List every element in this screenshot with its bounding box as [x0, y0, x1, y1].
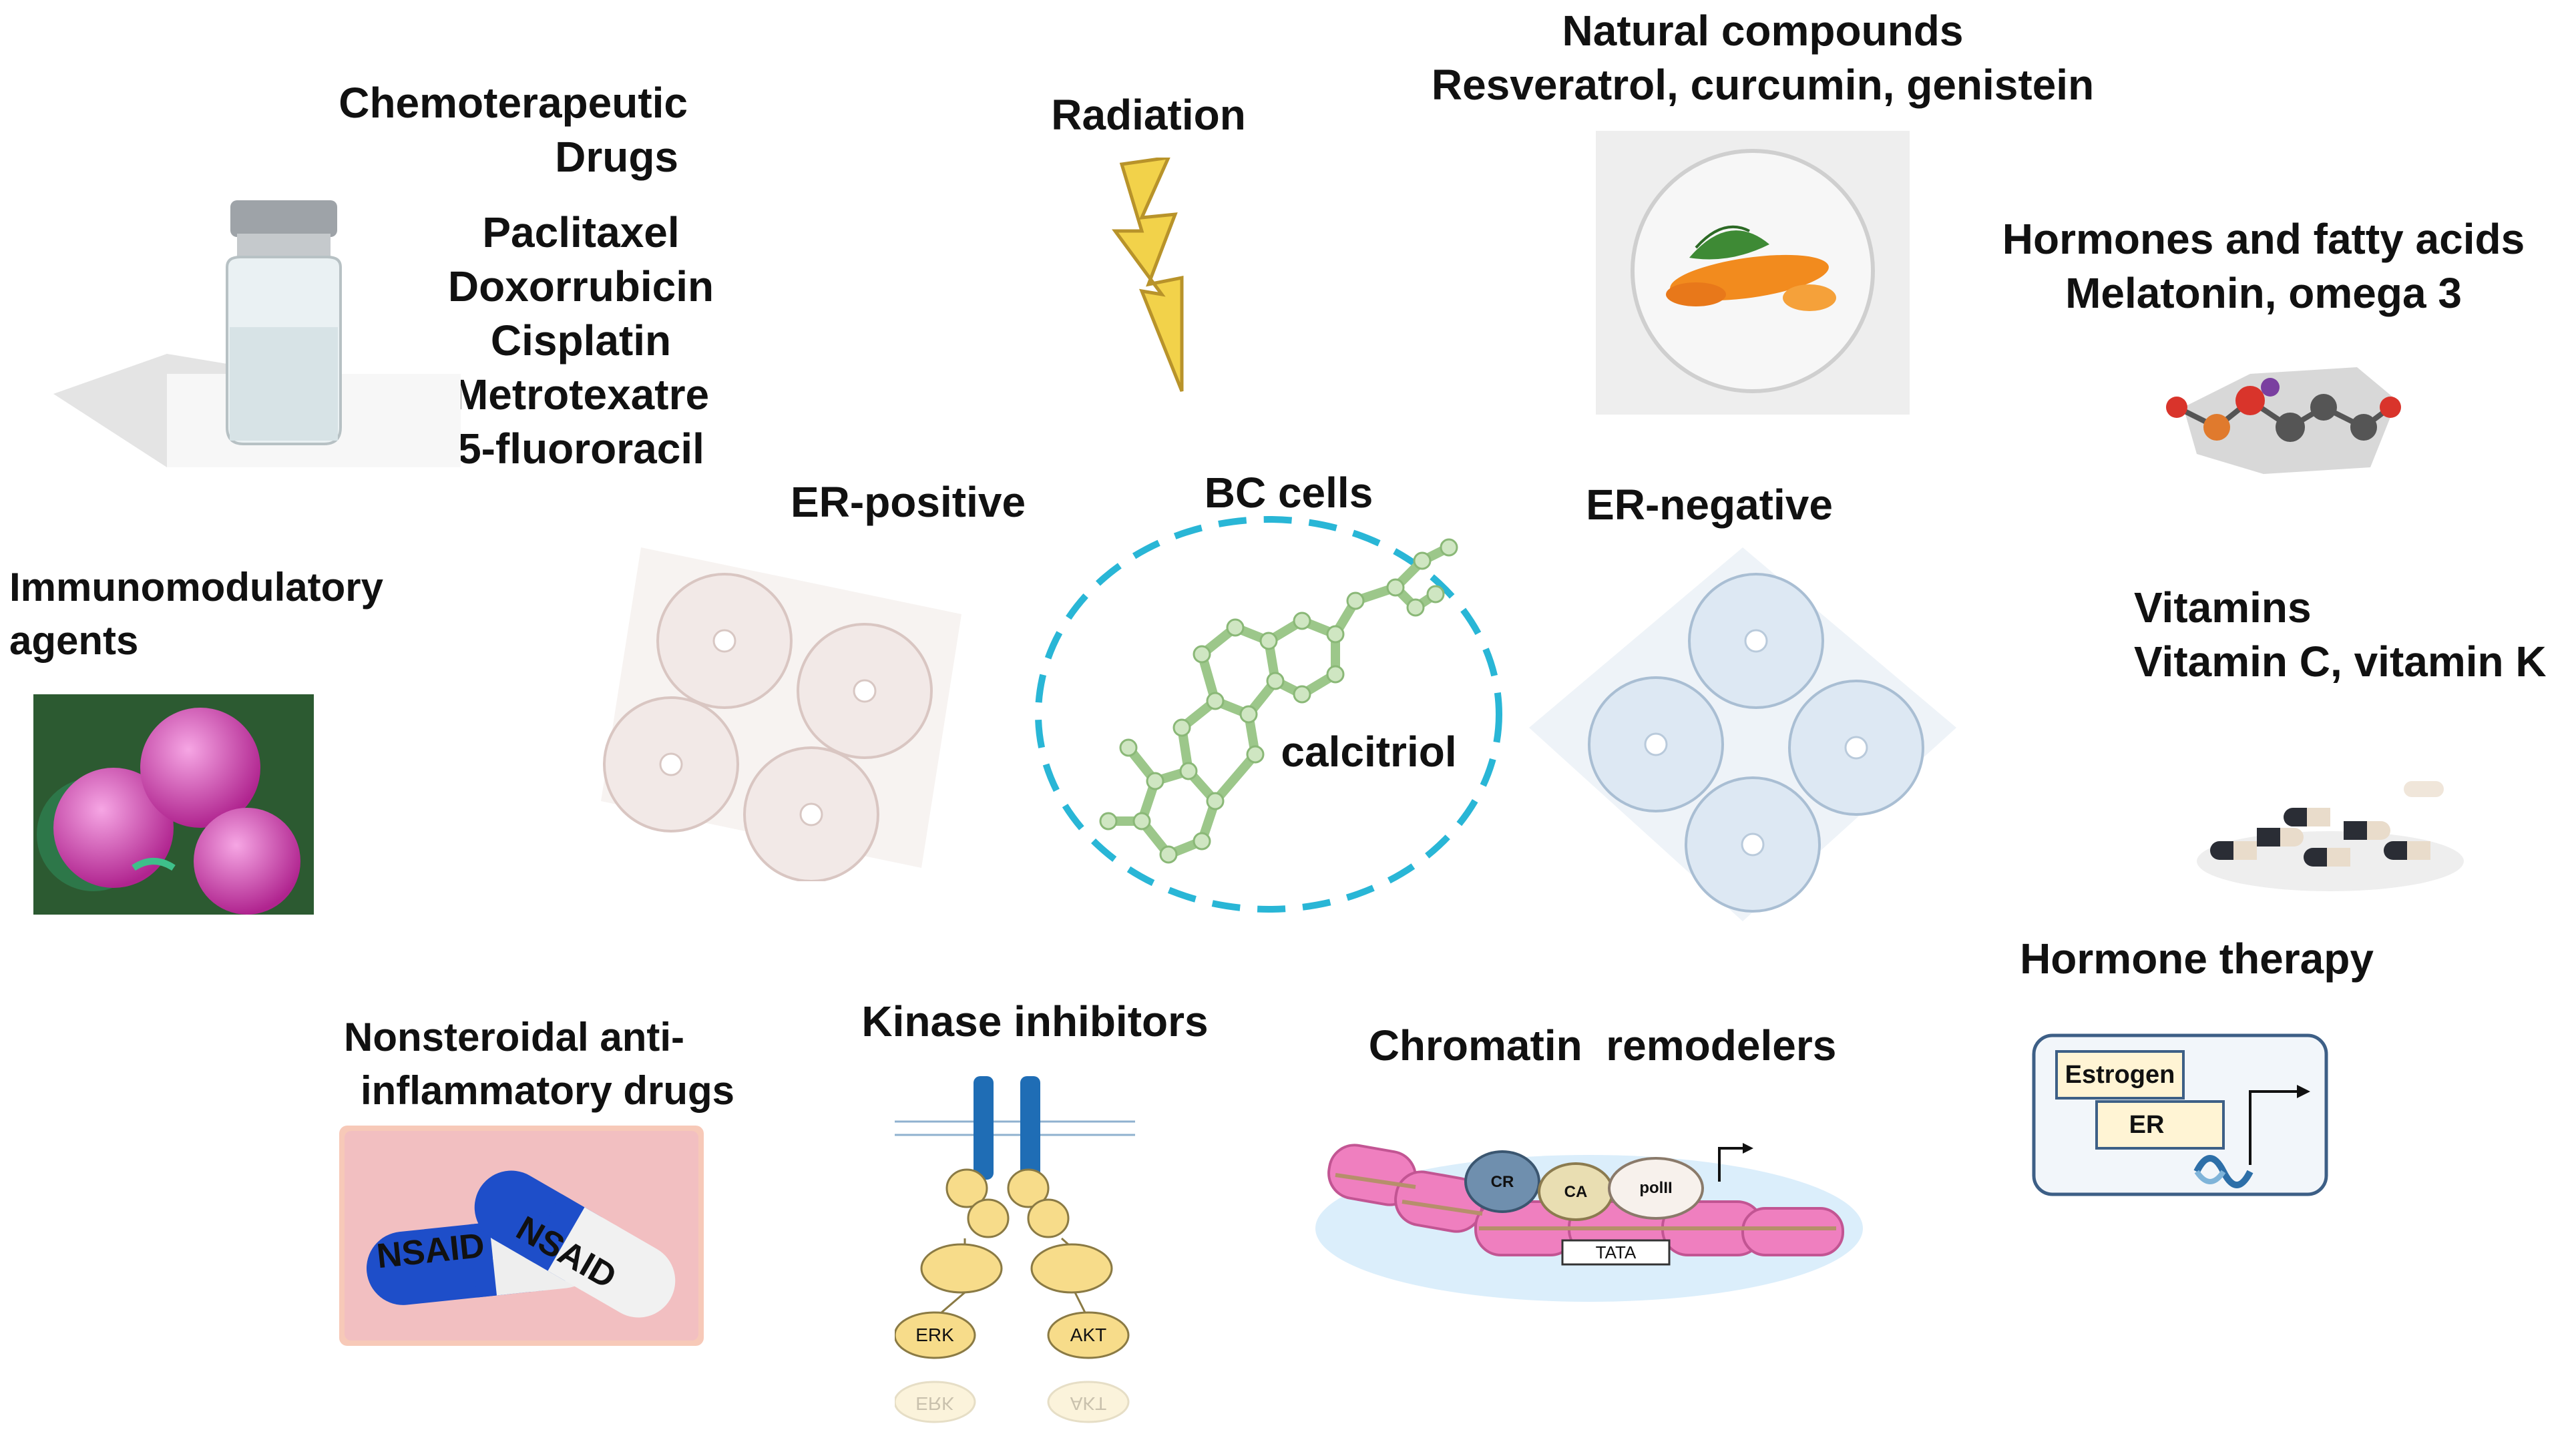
fatty-acid-molecule-image: [2157, 354, 2410, 481]
immune-cell-3: [194, 808, 300, 915]
natural-compounds-image: [1596, 131, 1910, 415]
er-negative-label: ER-negative: [1586, 481, 1833, 529]
cr-label: CR: [1490, 1173, 1514, 1191]
hormones-fatty-acids-examples: Melatonin, omega 3: [2065, 269, 2462, 317]
chemo-title-line2: Drugs: [555, 133, 678, 181]
hormone-therapy-title: Hormone therapy: [2020, 935, 2374, 983]
tata-box: [1561, 1239, 1671, 1266]
estrogen-label: Estrogen: [2065, 1061, 2175, 1089]
drug-doxorrubicin: Doxorrubicin: [447, 262, 714, 310]
polii-complex: [1608, 1157, 1704, 1220]
immunomodulatory-title: Immunomodulatory: [9, 565, 384, 610]
tata-label: TATA: [1595, 1242, 1637, 1262]
er-positive-cells: [588, 534, 975, 881]
erk-reflection-label: ERK: [915, 1393, 954, 1414]
immune-cell-2: [140, 708, 260, 828]
nsaid-capsules-image: NSAID NSAID: [339, 1126, 704, 1346]
bc-cells-dashed-circle: [1035, 516, 1502, 913]
er-negative-cells: [1522, 541, 1963, 928]
ca-label: CA: [1564, 1183, 1588, 1201]
drug-cisplatin: Cisplatin: [490, 316, 672, 365]
receptor-right: [1020, 1076, 1040, 1180]
chromatin-diagram: CR CA polII TATA: [1315, 1108, 1863, 1308]
drug-5-fluororacil: 5-fluororacil: [457, 425, 704, 473]
drug-metrotexatre: Metrotexatre: [452, 371, 710, 419]
immunomodulatory-title-2: agents: [9, 618, 139, 663]
kinase-pathway-diagram: ERK AKT ERK AKT: [895, 1068, 1148, 1429]
natural-compounds-examples: Resveratrol, curcumin, genistein: [1431, 61, 2095, 109]
calcitriol-label: calcitriol: [1281, 728, 1457, 776]
hormone-therapy-diagram: Estrogen ER: [2030, 1031, 2330, 1198]
radiation-label: Radiation: [1051, 91, 1246, 139]
chemo-vial-image: [47, 194, 461, 474]
nsaid-title: Nonsteroidal anti-: [343, 1015, 685, 1059]
akt-reflection-label: AKT: [1070, 1393, 1107, 1414]
immune-cells-image: [33, 694, 314, 915]
er-positive-label: ER-positive: [790, 478, 1026, 526]
bc-cells-label: BC cells: [1204, 469, 1373, 517]
bc-cells-diagram: [1022, 507, 1516, 921]
chemo-drug-list: Paclitaxel Doxorrubicin Cisplatin Metrot…: [421, 206, 741, 476]
vitamin-pills-image: [2183, 741, 2477, 901]
drug-paclitaxel: Paclitaxel: [482, 208, 680, 256]
vitamins-title: Vitamins: [2134, 583, 2312, 632]
polii-label: polII: [1639, 1179, 1673, 1197]
chromatin-remodelers-title: Chromatin remodelers: [1368, 1021, 1837, 1069]
estrogen-box: [2055, 1050, 2185, 1100]
erk-node: [895, 1311, 976, 1359]
herb-leaf: [1689, 230, 1769, 260]
er-label: ER: [2129, 1111, 2165, 1139]
hormones-fatty-acids-title: Hormones and fatty acids: [2002, 215, 2525, 263]
erk-label: ERK: [915, 1325, 954, 1345]
akt-node: [1047, 1311, 1130, 1359]
nsaid-capsule-right: [474, 1170, 676, 1318]
kinase-inhibitors-title: Kinase inhibitors: [861, 997, 1209, 1045]
receptor-left: [974, 1076, 994, 1180]
akt-label: AKT: [1070, 1325, 1107, 1345]
nsaid-title-2: inflammatory drugs: [360, 1068, 735, 1113]
chemo-title-line1: Chemoterapeutic: [339, 79, 688, 127]
immune-cell-1: [53, 768, 174, 888]
natural-compounds-title: Natural compounds: [1562, 7, 1964, 55]
lightning-icon: [1095, 158, 1202, 398]
cr-complex: [1464, 1150, 1540, 1213]
er-box: [2095, 1100, 2225, 1150]
vitamins-examples: Vitamin C, vitamin K: [2134, 638, 2547, 686]
